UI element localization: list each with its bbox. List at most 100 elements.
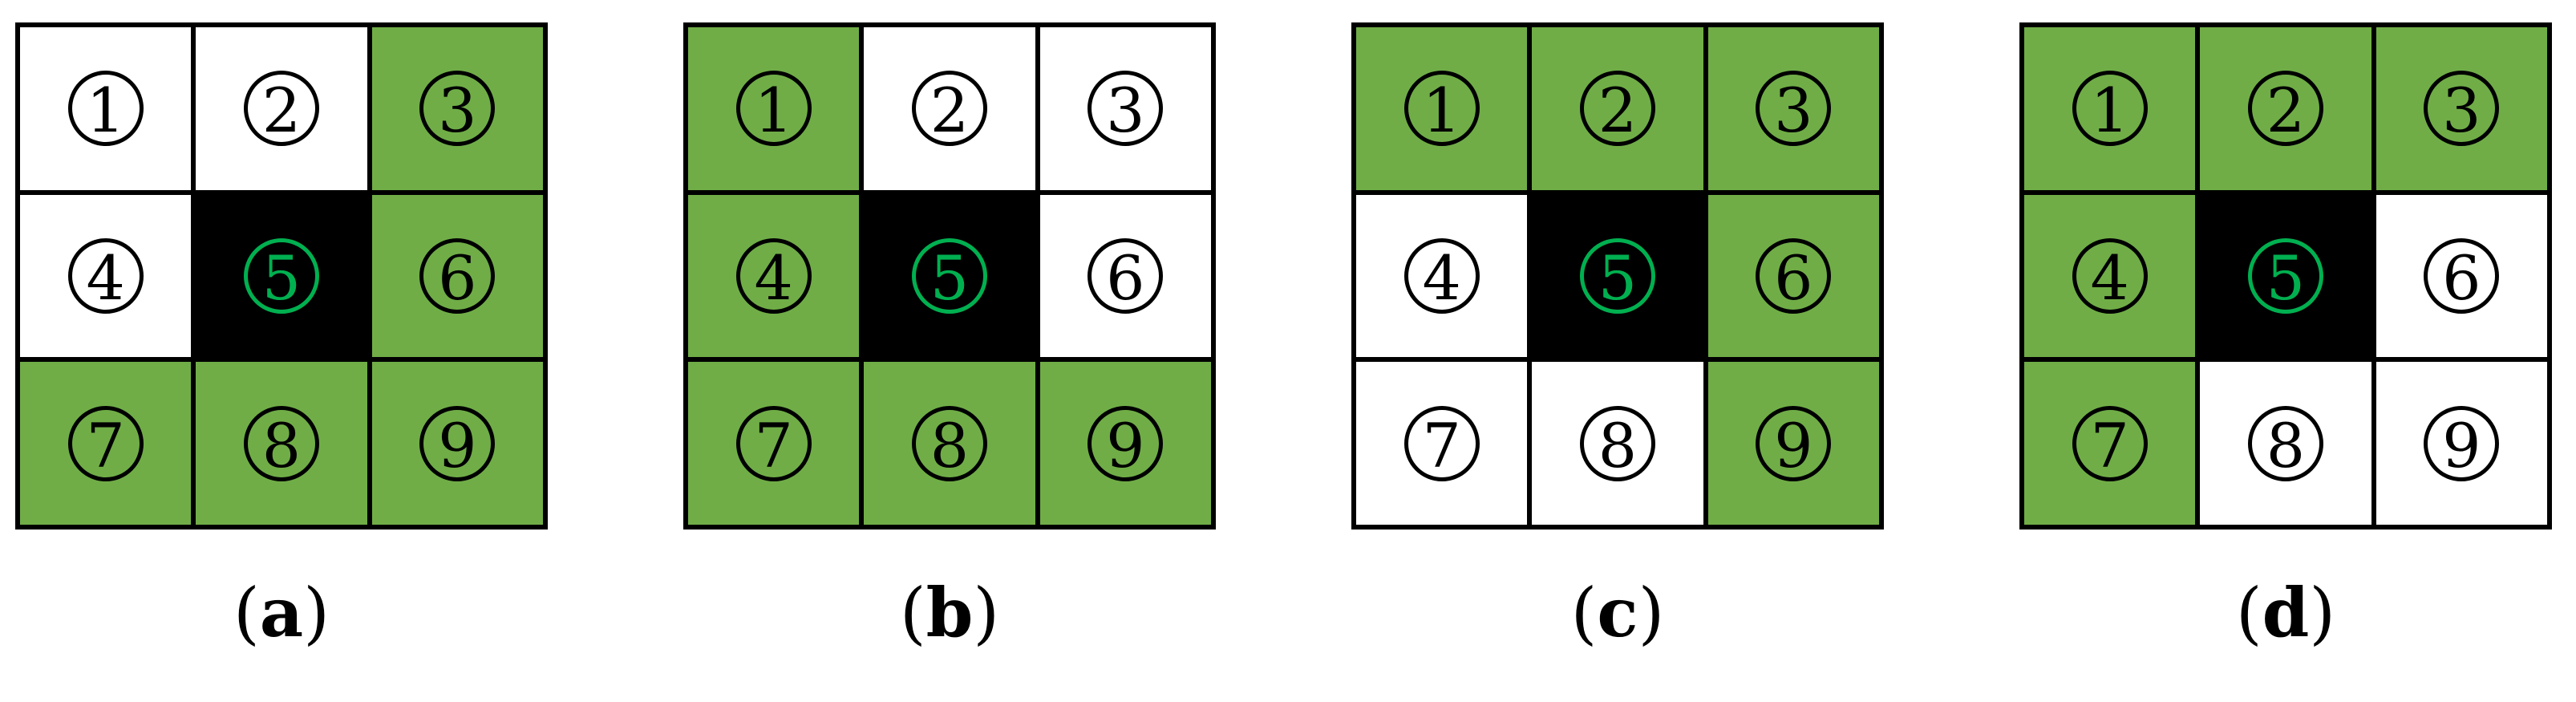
- grid-cell-c-3: 3: [1707, 27, 1879, 190]
- circled-number-icon: 8: [2247, 405, 2323, 481]
- grid-cell-b-9: 9: [1039, 362, 1211, 525]
- circled-number-icon: 3: [2424, 71, 2500, 147]
- cell-number: 9: [1774, 409, 1813, 481]
- circled-number-icon: 7: [67, 405, 144, 481]
- grid-cell-a-2: 2: [196, 27, 367, 190]
- grid-cell-a-1: 1: [20, 27, 192, 190]
- cell-number: 9: [2442, 409, 2481, 481]
- cell-number: 8: [930, 409, 970, 481]
- cell-number: 5: [2266, 241, 2306, 314]
- grid-cell-b-4: 4: [688, 194, 860, 358]
- circled-number-icon: 2: [1579, 71, 1655, 147]
- grid-cell-a-4: 4: [20, 194, 192, 358]
- grid-cell-b-8: 8: [864, 362, 1035, 525]
- grid-cell-d-7: 7: [2024, 362, 2196, 525]
- cell-number: 1: [86, 75, 125, 147]
- circled-number-icon: 9: [1756, 405, 1832, 481]
- grid-cell-d-9: 9: [2376, 362, 2547, 525]
- circled-number-icon: 7: [735, 405, 812, 481]
- cell-number: 7: [2090, 409, 2129, 481]
- cell-number: 8: [2266, 409, 2306, 481]
- grid-cell-a-5: 5: [196, 194, 367, 358]
- panel-label-b: (b): [900, 579, 999, 647]
- cell-number: 3: [438, 75, 477, 147]
- circled-number-icon: 5: [911, 237, 987, 314]
- cell-number: 4: [754, 241, 793, 314]
- grid-cell-a-9: 9: [371, 362, 543, 525]
- circled-number-icon: 6: [419, 237, 496, 314]
- cell-number: 4: [2090, 241, 2129, 314]
- circled-number-icon: 4: [2072, 237, 2148, 314]
- circled-number-icon: 7: [2072, 405, 2148, 481]
- cell-number: 5: [1598, 241, 1638, 314]
- grid-cell-d-1: 1: [2024, 27, 2196, 190]
- grid-cell-d-8: 8: [2200, 362, 2371, 525]
- circled-number-icon: 1: [67, 71, 144, 147]
- grid-cell-c-2: 2: [1532, 27, 1703, 190]
- neighborhood-grid-d: 1 2 3 4 5 6 7 8 9: [2019, 22, 2552, 530]
- label-paren-close: ): [303, 574, 330, 652]
- label-paren-close: ): [1638, 574, 1665, 652]
- circled-number-icon: 1: [2072, 71, 2148, 147]
- label-letter: b: [925, 573, 974, 652]
- cell-number: 4: [1422, 241, 1461, 314]
- label-paren-close: ): [973, 574, 1000, 652]
- grid-cell-b-1: 1: [688, 27, 860, 190]
- cell-number: 9: [438, 409, 477, 481]
- circled-number-icon: 2: [911, 71, 987, 147]
- grid-cell-d-6: 6: [2376, 194, 2547, 358]
- cell-number: 1: [2090, 75, 2129, 147]
- label-letter: d: [2262, 573, 2310, 652]
- cell-number: 5: [930, 241, 970, 314]
- grid-cell-a-7: 7: [20, 362, 192, 525]
- circled-number-icon: 9: [1088, 405, 1164, 481]
- grid-cell-b-7: 7: [688, 362, 860, 525]
- label-letter: a: [259, 573, 304, 652]
- label-letter: c: [1597, 573, 1638, 652]
- circled-number-icon: 3: [1088, 71, 1164, 147]
- cell-number: 7: [1422, 409, 1461, 481]
- grid-cell-c-4: 4: [1356, 194, 1528, 358]
- cell-number: 8: [261, 409, 302, 481]
- grid-cell-b-6: 6: [1039, 194, 1211, 358]
- grid-cell-b-5: 5: [864, 194, 1035, 358]
- grid-cell-c-7: 7: [1356, 362, 1528, 525]
- circled-number-icon: 6: [2424, 237, 2500, 314]
- circled-number-icon: 6: [1088, 237, 1164, 314]
- grid-cell-d-2: 2: [2200, 27, 2371, 190]
- grid-cell-d-5: 5: [2200, 194, 2371, 358]
- circled-number-icon: 4: [735, 237, 812, 314]
- grid-cell-b-2: 2: [864, 27, 1035, 190]
- circled-number-icon: 2: [243, 71, 319, 147]
- panel-label-c: (c): [1571, 579, 1665, 647]
- grid-cell-c-1: 1: [1356, 27, 1528, 190]
- circled-number-icon: 5: [2247, 237, 2323, 314]
- circled-number-icon: 9: [2424, 405, 2500, 481]
- grid-cell-a-8: 8: [196, 362, 367, 525]
- grid-cell-a-3: 3: [371, 27, 543, 190]
- cell-number: 2: [261, 75, 302, 147]
- circled-number-icon: 6: [1756, 237, 1832, 314]
- cell-number: 2: [1598, 75, 1638, 147]
- circled-number-icon: 5: [1579, 237, 1655, 314]
- cell-number: 6: [1774, 241, 1813, 314]
- circled-number-icon: 8: [1579, 405, 1655, 481]
- grid-cell-c-5: 5: [1532, 194, 1703, 358]
- circled-number-icon: 3: [419, 71, 496, 147]
- circled-number-icon: 2: [2247, 71, 2323, 147]
- label-paren-close: ): [2309, 574, 2336, 652]
- grid-cell-c-8: 8: [1532, 362, 1703, 525]
- cell-number: 2: [930, 75, 970, 147]
- label-paren-open: (: [1570, 574, 1598, 652]
- grid-cell-a-6: 6: [371, 194, 543, 358]
- grid-cell-c-9: 9: [1707, 362, 1879, 525]
- circled-number-icon: 8: [911, 405, 987, 481]
- circled-number-icon: 1: [1403, 71, 1480, 147]
- cell-number: 9: [1106, 409, 1145, 481]
